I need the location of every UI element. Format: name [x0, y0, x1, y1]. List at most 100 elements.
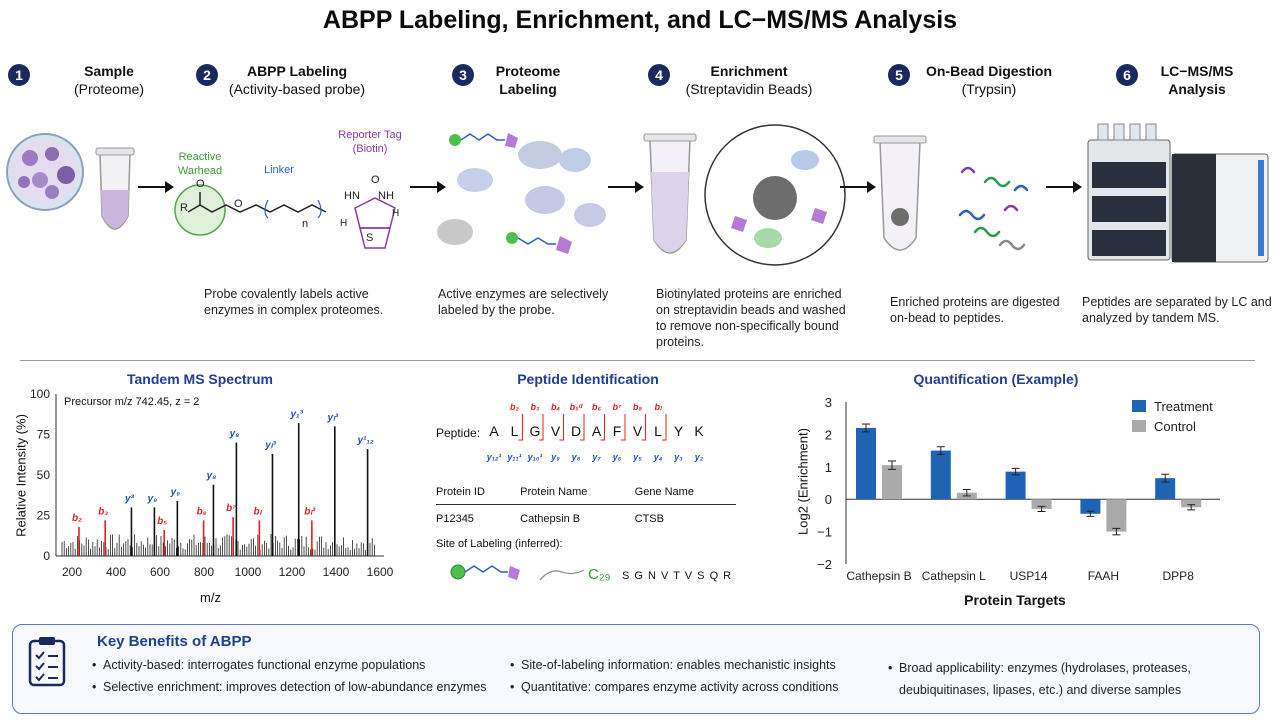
y-ion-label: y₅	[632, 452, 642, 462]
spectrum-x-tick: 800	[194, 565, 214, 579]
spectrum-y-tick: 100	[30, 387, 50, 401]
table-cell: P12345	[436, 513, 474, 525]
sample-tube-icon	[95, 147, 135, 230]
peak-label: y₉	[170, 487, 181, 498]
benefit-item: Site-of-labeling information: enables me…	[510, 657, 871, 673]
table-cell: CTSB	[634, 513, 664, 525]
step-subtitle: Labeling	[499, 81, 557, 97]
atom-label: O	[196, 178, 205, 190]
chart-y-tick: 3	[825, 395, 832, 410]
chart-y-tick: −2	[817, 557, 832, 572]
step-number: 1	[8, 64, 30, 86]
chart-y-tick: 0	[825, 492, 832, 507]
atom-label: HN	[344, 190, 360, 202]
bar	[1080, 499, 1101, 514]
spectrum-x-tick: 1000	[235, 565, 262, 579]
spectrum-title: Tandem MS Spectrum	[127, 371, 273, 387]
spectrum-x-axis-label: m/z	[200, 590, 221, 605]
table-header: Protein ID	[436, 484, 521, 505]
page-title: ABPP Labeling, Enrichment, and LC−MS/MS …	[322, 6, 958, 34]
residue-letter: L	[511, 423, 519, 439]
residue-letter: V	[551, 423, 561, 439]
residue-letter: L	[654, 423, 662, 439]
chart-x-tick: FAAH	[1088, 569, 1119, 583]
spectrum-y-tick: 50	[37, 468, 51, 482]
peak-label: yₗ³	[327, 412, 339, 423]
legend-label: Treatment	[1154, 399, 1213, 414]
chart-x-axis-label: Protein Targets	[964, 592, 1066, 608]
b-ion-label: b₅ᵈ	[570, 402, 584, 412]
petri-dish-icon	[6, 133, 84, 211]
residue-letter: G	[530, 423, 541, 439]
spectrum-y-tick: 75	[37, 428, 51, 442]
residue-letter: A	[489, 423, 499, 439]
probe-mini-icon	[450, 564, 585, 581]
step-subtitle: Analysis	[1168, 81, 1226, 97]
peak-label: b₃	[98, 506, 108, 517]
legend-swatch	[1132, 400, 1146, 412]
chart-x-tick: Cathepsin L	[922, 569, 986, 583]
step-subtitle: (Proteome)	[73, 81, 145, 97]
bar	[930, 450, 951, 500]
peptide-id-title: Peptide Identification	[517, 371, 659, 387]
peak-label: yₗ³	[264, 440, 276, 451]
digestion-description: Enriched proteins are digested on-bead t…	[890, 295, 1060, 325]
bar	[1031, 499, 1052, 509]
step-subtitle: (Streptavidin Beads)	[685, 81, 813, 97]
spectrum-x-tick: 1600	[367, 565, 394, 579]
chart-x-tick: USP14	[1010, 569, 1048, 583]
spectrum-x-tick: 400	[106, 565, 126, 579]
y-ion-label: y₈	[571, 452, 581, 462]
b-ion-label: b₃	[531, 402, 540, 412]
peak-label: y₈	[206, 471, 217, 482]
peak-label: b₂	[72, 513, 82, 524]
spectrum-x-tick: 1400	[323, 565, 350, 579]
step-title: ABPP Labeling	[246, 63, 348, 79]
residue-letter: D	[571, 423, 581, 439]
streptavidin-bead-icon	[704, 124, 846, 266]
b-ion-label: b₄	[551, 402, 560, 412]
b-ion-bracket	[539, 414, 544, 441]
peak-label: bₗ	[253, 506, 262, 517]
bar	[1155, 478, 1176, 500]
chart-y-tick: −1	[817, 525, 832, 540]
y-ion-label: y₉	[550, 452, 560, 462]
spectrum-x-tick: 600	[150, 565, 170, 579]
arrow-icon	[608, 181, 644, 193]
peptide-label: Peptide:	[436, 426, 481, 440]
enrichment-tube-icon	[643, 133, 697, 254]
y-ion-label: y₂	[694, 452, 704, 462]
y-ion-label: y₁₀¹	[527, 452, 543, 462]
peak-label: b⁷	[226, 503, 236, 514]
step-number: 6	[1116, 64, 1138, 86]
arrow-icon	[1046, 181, 1082, 193]
step-number: 3	[452, 64, 474, 86]
arrow-icon	[410, 181, 446, 193]
table-header: Gene Name	[634, 484, 736, 505]
peak-label: b₉	[197, 506, 207, 517]
chart-x-tick: DPP8	[1163, 569, 1195, 583]
peak-label: y¹₁₂	[356, 435, 373, 446]
b-ion-bracket	[600, 414, 605, 441]
step-number: 5	[888, 64, 910, 86]
bar	[1005, 471, 1026, 500]
bar	[1181, 499, 1202, 508]
clipboard-checklist-icon	[28, 637, 66, 687]
site-residue: C₂₉	[588, 566, 611, 583]
y-ion-label: y₁₁¹	[506, 452, 521, 462]
y-ion-label: y₄	[653, 452, 663, 462]
spectrum-y-tick: 25	[37, 509, 51, 523]
b-ion-label: b₈	[633, 402, 642, 412]
b-ion-label: b⁷	[613, 402, 622, 412]
b-ion-bracket	[641, 414, 646, 441]
table-cell: Cathepsin B	[520, 513, 581, 525]
bar	[856, 427, 876, 500]
linker-repeat-n: n	[302, 218, 309, 230]
y-ion-label: y₁₂¹	[486, 452, 502, 462]
step-title: On-Bead Digestion	[925, 63, 1052, 79]
y-ion-label: y₆	[612, 452, 622, 462]
step-subtitle: (Activity-based probe)	[228, 81, 366, 97]
